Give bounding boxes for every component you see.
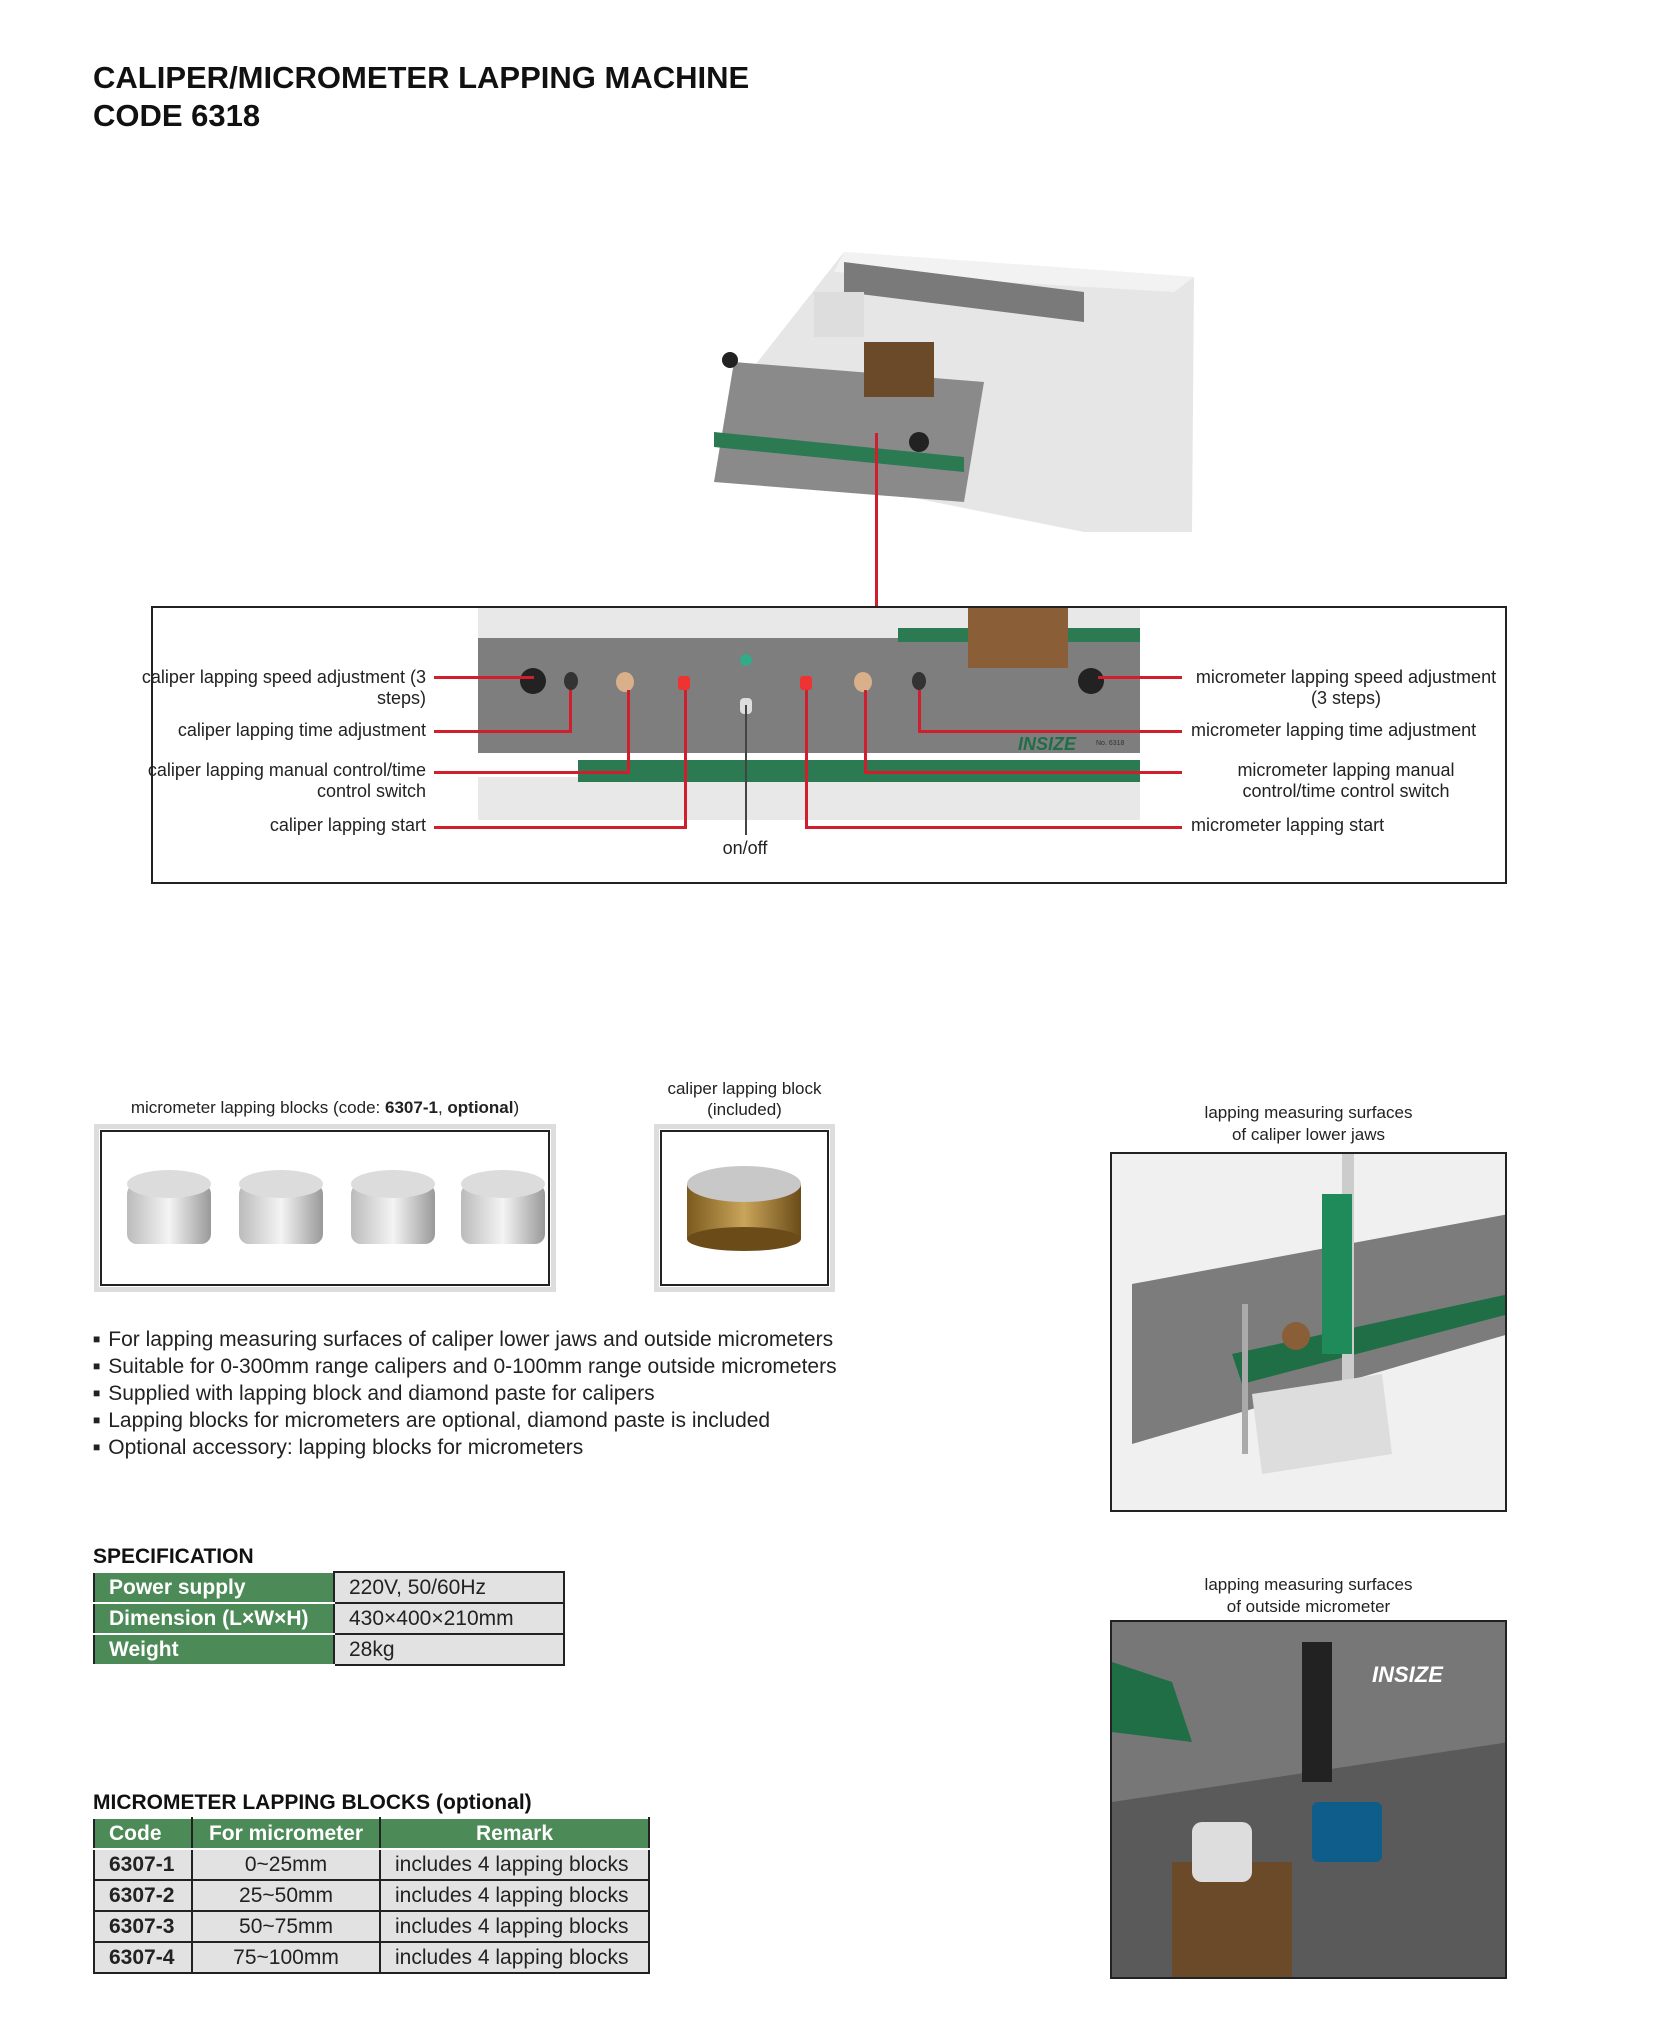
caliper-lapping-photo bbox=[1110, 1152, 1507, 1512]
col-header: Remark bbox=[379, 1817, 650, 1850]
cell-range: 75~100mm bbox=[191, 1941, 381, 1974]
blocks-table-title: MICROMETER LAPPING BLOCKS (optional) bbox=[93, 1791, 532, 1814]
cell-remark: includes 4 lapping blocks bbox=[379, 1910, 650, 1943]
cell-code: 6307-1 bbox=[93, 1848, 193, 1881]
micrometer-speed-knob[interactable] bbox=[1078, 668, 1104, 694]
callout-micrometer-switch: micrometer lapping manual control/time c… bbox=[1237, 760, 1455, 801]
callout-caliper-switch: caliper lapping manual control/time cont… bbox=[147, 760, 426, 801]
micrometer-blocks-caption: micrometer lapping blocks (code: 6307-1,… bbox=[130, 1098, 520, 1117]
product-code: CODE 6318 bbox=[93, 98, 261, 133]
caliper-block-caption: caliper lapping block bbox=[667, 1079, 822, 1098]
callout-micrometer-time: micrometer lapping time adjustment bbox=[1191, 720, 1477, 740]
control-panel-callout bbox=[151, 606, 1507, 884]
callout-line bbox=[875, 433, 878, 607]
micrometer-start-button[interactable] bbox=[800, 676, 812, 690]
cell-remark: includes 4 lapping blocks bbox=[379, 1848, 650, 1881]
machine-image bbox=[704, 232, 1196, 556]
page-title: CALIPER/MICROMETER LAPPING MACHINE bbox=[93, 60, 750, 95]
specification-title: SPECIFICATION bbox=[93, 1545, 254, 1568]
spec-label: Dimension (L×W×H) bbox=[93, 1602, 335, 1635]
power-indicator bbox=[740, 654, 752, 666]
micrometer-mode-switch[interactable] bbox=[854, 672, 872, 692]
feature-item: Lapping blocks for micrometers are optio… bbox=[93, 1407, 837, 1434]
cell-code: 6307-4 bbox=[93, 1941, 193, 1974]
spec-label: Weight bbox=[93, 1633, 335, 1666]
feature-item: Suitable for 0-300mm range calipers and … bbox=[93, 1353, 836, 1380]
spec-value: 430×400×210mm bbox=[333, 1602, 565, 1635]
spec-label: Power supply bbox=[93, 1571, 335, 1604]
caliper-block-image bbox=[654, 1124, 835, 1292]
control-panel-image: INSIZE No. 6318 bbox=[478, 608, 1140, 820]
caliper-photo-caption-2: of caliper lower jaws bbox=[1231, 1125, 1386, 1144]
model-label: No. 6318 bbox=[1096, 740, 1125, 747]
feature-item: For lapping measuring surfaces of calipe… bbox=[93, 1326, 837, 1353]
caliper-mode-switch[interactable] bbox=[616, 672, 634, 692]
micrometer-lapping-photo: INSIZE bbox=[1110, 1620, 1507, 1979]
callout-on-off: on/off bbox=[722, 838, 768, 858]
micrometer-photo-caption-1: lapping measuring surfaces bbox=[1204, 1575, 1413, 1594]
feature-item: Optional accessory: lapping blocks for m… bbox=[93, 1434, 837, 1461]
micrometer-photo-caption-2: of outside micrometer bbox=[1226, 1597, 1391, 1616]
callout-caliper-time: caliper lapping time adjustment bbox=[177, 720, 426, 740]
cell-remark: includes 4 lapping blocks bbox=[379, 1941, 650, 1974]
caliper-block-note: (included) bbox=[707, 1100, 782, 1119]
caliper-speed-knob[interactable] bbox=[520, 668, 546, 694]
caliper-photo-caption-1: lapping measuring surfaces bbox=[1204, 1103, 1413, 1122]
feature-list: For lapping measuring surfaces of calipe… bbox=[93, 1326, 837, 1461]
svg-text:INSIZE: INSIZE bbox=[1372, 1662, 1444, 1687]
caliper-start-button[interactable] bbox=[678, 676, 690, 690]
callout-caliper-start: caliper lapping start bbox=[269, 815, 426, 835]
col-header: Code bbox=[93, 1817, 193, 1850]
caliper-time-knob[interactable] bbox=[564, 672, 578, 690]
spec-value: 28kg bbox=[333, 1633, 565, 1666]
table-row: Dimension (L×W×H)430×400×210mm bbox=[93, 1602, 565, 1635]
callout-micrometer-speed: micrometer lapping speed adjustment (3 s… bbox=[1195, 667, 1497, 708]
spec-value: 220V, 50/60Hz bbox=[333, 1571, 565, 1604]
micrometer-time-knob[interactable] bbox=[912, 672, 926, 690]
cell-range: 0~25mm bbox=[191, 1848, 381, 1881]
col-header: For micrometer bbox=[191, 1817, 381, 1850]
cell-range: 25~50mm bbox=[191, 1879, 381, 1912]
micrometer-blocks-image bbox=[94, 1124, 556, 1292]
insize-logo: INSIZE bbox=[1018, 734, 1077, 754]
callout-micrometer-start: micrometer lapping start bbox=[1191, 815, 1385, 835]
feature-item: Supplied with lapping block and diamond … bbox=[93, 1380, 837, 1407]
cell-remark: includes 4 lapping blocks bbox=[379, 1879, 650, 1912]
cell-code: 6307-3 bbox=[93, 1910, 193, 1943]
callout-caliper-speed: caliper lapping speed adjustment (3 step… bbox=[141, 667, 426, 708]
cell-range: 50~75mm bbox=[191, 1910, 381, 1943]
cell-code: 6307-2 bbox=[93, 1879, 193, 1912]
